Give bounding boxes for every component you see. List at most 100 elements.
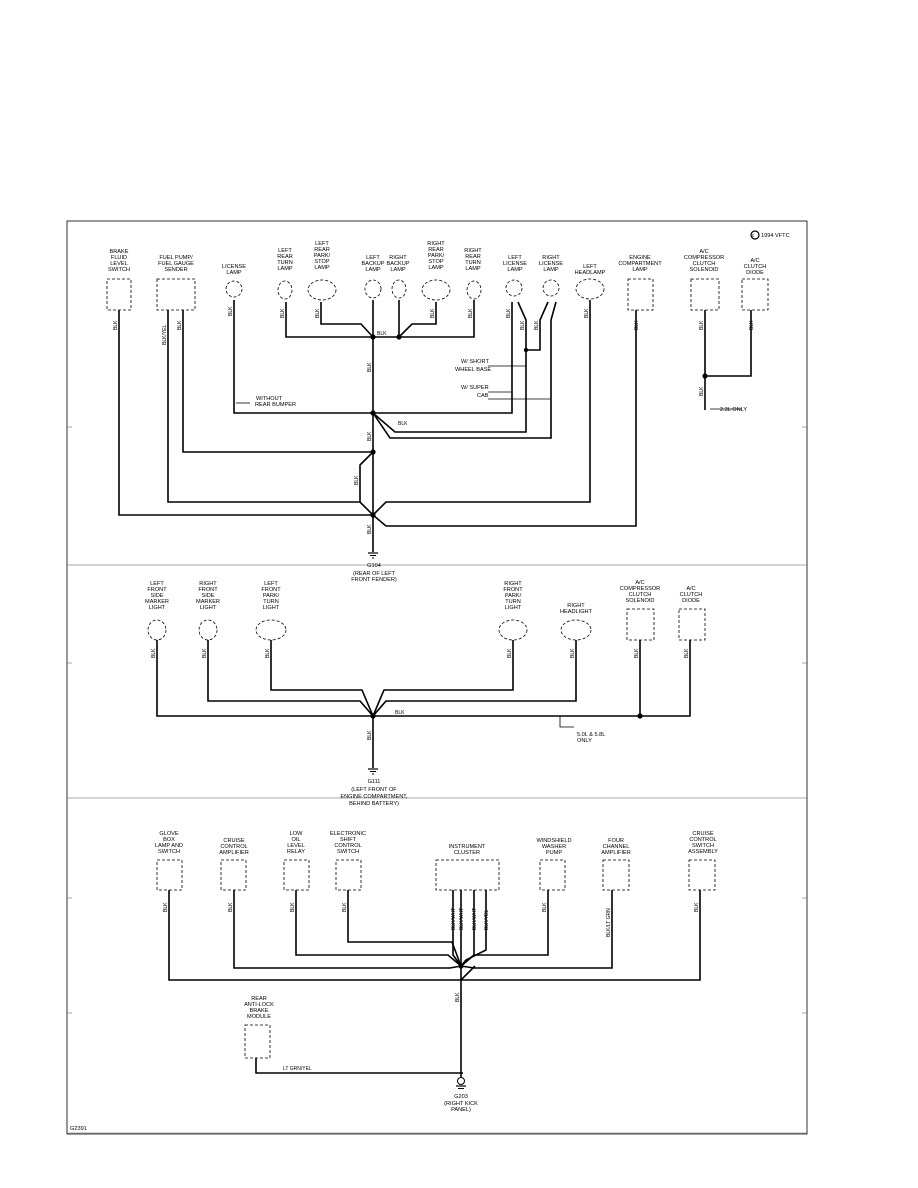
splice-dot — [370, 512, 376, 518]
svg-text:BLK: BLK — [367, 362, 373, 372]
svg-text:BLK: BLK — [228, 306, 234, 316]
svg-text:BLK: BLK — [542, 902, 548, 912]
ground-symbol-icon — [368, 768, 378, 775]
svg-text:BLK: BLK — [395, 710, 405, 716]
svg-text:BLK/WHT: BLK/WHT — [459, 908, 465, 930]
svg-text:BLK: BLK — [367, 524, 373, 534]
svg-text:BLK: BLK — [749, 320, 755, 330]
figure-number: G2391 — [70, 1126, 87, 1132]
svg-text:2.3L ONLY: 2.3L ONLY — [720, 407, 747, 413]
svg-text:BLK: BLK — [113, 320, 119, 330]
svg-text:G203: G203 — [454, 1094, 468, 1100]
svg-text:BLK/WHT: BLK/WHT — [472, 908, 478, 930]
svg-text:BLK: BLK — [342, 902, 348, 912]
svg-text:BLK: BLK — [506, 308, 512, 318]
splice-dot — [523, 347, 529, 353]
lamp-socket-icon — [364, 279, 382, 299]
lamp-socket-icon — [147, 619, 167, 641]
svg-text:BLK: BLK — [699, 320, 705, 330]
svg-text:G104: G104 — [367, 563, 381, 569]
svg-text:BLK: BLK — [634, 320, 640, 330]
splice-dot — [370, 334, 376, 340]
svg-text:BLK: BLK — [280, 308, 286, 318]
ground-symbol-icon — [368, 552, 378, 559]
splice-dot — [637, 713, 643, 719]
svg-text:G111: G111 — [368, 779, 381, 785]
diagram-frame — [66, 220, 808, 1135]
svg-text:BLK: BLK — [584, 308, 590, 318]
svg-text:BLK: BLK — [398, 421, 408, 427]
svg-text:BLK: BLK — [367, 730, 373, 740]
svg-text:c: c — [752, 233, 755, 239]
copyright-mark: c 1994 VFTC — [750, 230, 790, 240]
svg-text:BLK/YEL: BLK/YEL — [162, 324, 168, 345]
section-3-wires — [168, 890, 701, 1078]
section-1-splices — [370, 334, 708, 518]
splice-dot — [370, 713, 376, 719]
svg-text:BLK/YEL: BLK/YEL — [484, 909, 490, 930]
svg-text:BLK: BLK — [507, 648, 513, 658]
svg-text:BLK: BLK — [290, 902, 296, 912]
lamp-socket-icon — [542, 279, 560, 297]
svg-text:BLK: BLK — [228, 902, 234, 912]
lamp-socket-icon — [498, 619, 528, 641]
lamp-socket-icon — [391, 279, 407, 299]
svg-text:BLK: BLK — [534, 320, 540, 330]
copyright-text: 1994 VFTC — [761, 233, 790, 239]
section-2-splices — [370, 713, 643, 719]
svg-text:BLK: BLK — [699, 386, 705, 396]
lamp-socket-icon — [225, 280, 243, 298]
section-dividers — [67, 564, 807, 1134]
section-3-splices — [458, 963, 464, 969]
splice-dot — [370, 449, 376, 455]
